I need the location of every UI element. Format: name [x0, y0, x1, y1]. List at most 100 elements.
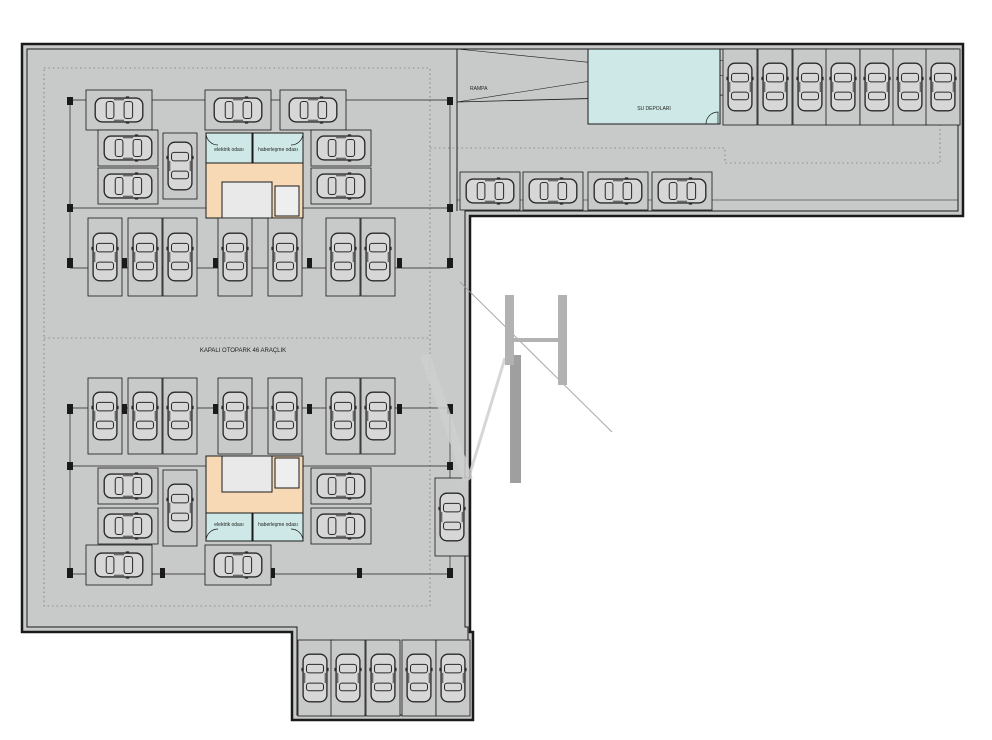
top-core: elektrik odası haberleşme odası [205, 132, 304, 219]
parking-stall [204, 544, 272, 586]
parking-stall [360, 377, 396, 455]
car-top-view-icon [333, 653, 363, 703]
car-top-view-icon [94, 95, 144, 125]
parking-stall [892, 48, 928, 126]
parking-stall [217, 377, 253, 455]
parking-stall [162, 377, 198, 455]
car-top-view-icon [90, 391, 120, 441]
parking-stall [325, 217, 361, 297]
parking-stall [435, 639, 471, 717]
car-top-view-icon [795, 62, 825, 112]
car-top-view-icon [316, 133, 366, 163]
car-top-view-icon [270, 391, 300, 441]
car-top-view-icon [220, 391, 250, 441]
car-top-view-icon [437, 492, 467, 542]
car-top-view-icon [130, 391, 160, 441]
car-top-view-icon [130, 232, 160, 282]
parking-stall [85, 544, 153, 586]
parking-stall [267, 217, 303, 297]
car-top-view-icon [404, 653, 434, 703]
car-top-view-icon [363, 391, 393, 441]
car-top-view-icon [760, 62, 790, 112]
parking-stall [97, 467, 159, 505]
parking-stall [757, 48, 793, 126]
parking-stall [825, 48, 861, 126]
parking-stall [85, 89, 153, 131]
parking-stall [87, 217, 123, 297]
parking-stall [859, 48, 895, 126]
parking-stall [97, 507, 159, 545]
parking-stall [97, 167, 159, 205]
parking-stall [310, 167, 372, 205]
car-top-view-icon [165, 391, 195, 441]
parking-stall [162, 469, 198, 547]
parking-stall [401, 639, 437, 717]
car-top-view-icon [368, 653, 398, 703]
bottom-comm-room-label: haberleşme odası [258, 522, 298, 528]
top-electric-room-label: elektrik odası [214, 147, 243, 153]
car-top-view-icon [300, 653, 330, 703]
car-top-view-icon [465, 176, 515, 206]
car-top-view-icon [657, 176, 707, 206]
car-top-view-icon [90, 232, 120, 282]
parking-stall [97, 129, 159, 167]
parking-stall [587, 171, 649, 211]
car-top-view-icon [363, 232, 393, 282]
parking-stall [792, 48, 828, 126]
parking-stall [925, 48, 961, 126]
car-top-view-icon [165, 232, 195, 282]
car-top-view-icon [528, 176, 578, 206]
car-top-view-icon [328, 391, 358, 441]
parking-stall [162, 217, 198, 297]
parking-stalls [85, 48, 961, 717]
car-top-view-icon [328, 232, 358, 282]
parking-stall [297, 639, 333, 717]
parking-stall [522, 171, 584, 211]
parking-stall [360, 217, 396, 297]
ramp-label: RAMPA [470, 86, 488, 92]
car-top-view-icon [270, 232, 300, 282]
bottom-electric-room-label: elektrik odası [214, 522, 243, 528]
parking-stall [434, 477, 470, 557]
car-top-view-icon [103, 171, 153, 201]
water-tank-label: SU DEPOLARI [637, 106, 671, 112]
parking-stall [204, 89, 272, 131]
car-top-view-icon [213, 550, 263, 580]
car-top-view-icon [94, 550, 144, 580]
parking-stall [722, 48, 758, 126]
parking-stall [325, 377, 361, 455]
car-top-view-icon [213, 95, 263, 125]
parking-stall [310, 129, 372, 167]
car-top-view-icon [828, 62, 858, 112]
car-top-view-icon [725, 62, 755, 112]
parking-stall [310, 507, 372, 545]
parking-stall [87, 377, 123, 455]
parking-stall [310, 467, 372, 505]
car-top-view-icon [316, 471, 366, 501]
parking-stall [279, 89, 347, 131]
car-top-view-icon [593, 176, 643, 206]
car-top-view-icon [895, 62, 925, 112]
water-tank-room: SU DEPOLARI [587, 48, 721, 125]
car-top-view-icon [862, 62, 892, 112]
parking-stall [217, 217, 253, 297]
parking-stall [127, 377, 163, 455]
monogram-watermark-icon [420, 281, 613, 483]
car-top-view-icon [438, 653, 468, 703]
top-comm-room-label: haberleşme odası [258, 147, 298, 153]
parking-stall [459, 171, 521, 211]
bottom-core: elektrik odası haberleşme odası [205, 455, 304, 542]
car-top-view-icon [103, 133, 153, 163]
car-top-view-icon [288, 95, 338, 125]
car-top-view-icon [220, 232, 250, 282]
parking-title: KAPALI OTOPARK 46 ARAÇLIK [200, 348, 286, 354]
parking-stall [330, 639, 366, 717]
car-top-view-icon [103, 511, 153, 541]
car-top-view-icon [316, 171, 366, 201]
parking-stall [127, 217, 163, 297]
parking-stall [162, 132, 198, 200]
car-top-view-icon [165, 141, 195, 191]
car-top-view-icon [103, 471, 153, 501]
car-top-view-icon [928, 62, 958, 112]
